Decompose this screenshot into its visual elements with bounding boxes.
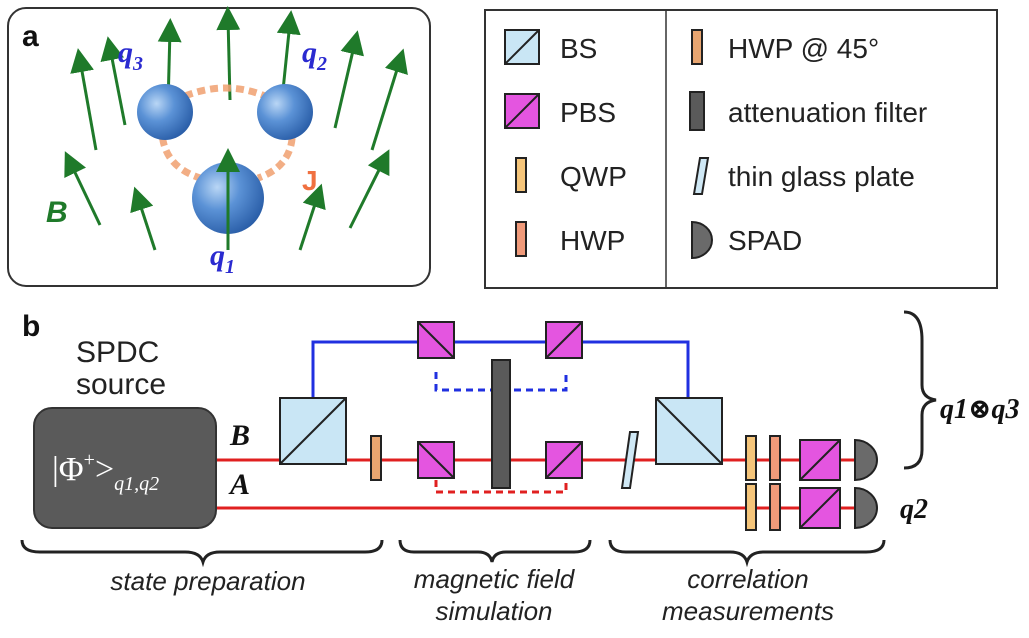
spdc-source (33, 407, 217, 529)
beam-B-label: B (229, 419, 250, 452)
stage-correlation-line2: measurements (662, 596, 834, 626)
qubit-q2-label: q2 (302, 36, 327, 75)
glass-plate-icon (692, 157, 710, 195)
qubit-q1-label: q1 (210, 239, 235, 278)
qwp-bottom (745, 483, 757, 531)
stage-state-preparation: state preparation (110, 566, 305, 596)
legend-label: SPAD (728, 225, 802, 256)
legend-label: QWP (560, 161, 627, 192)
legend-label: thin glass plate (728, 161, 915, 192)
source-state: |Φ+>q1,q2 (52, 449, 159, 495)
legend-label: HWP (560, 225, 625, 256)
panel-b-label: b (22, 310, 40, 343)
brace-state-preparation (20, 539, 384, 568)
legend-item-qwp: QWP (515, 157, 627, 193)
field-arrow (348, 149, 390, 229)
coupling-label: J (302, 165, 318, 196)
stage-magnetic-line1: magnetic field (414, 564, 576, 594)
output-bottom-label: q2 (900, 494, 928, 525)
field-label: B (46, 196, 68, 229)
field-arrow (130, 186, 157, 251)
qubit-q3-sphere (137, 84, 193, 140)
legend-label: PBS (560, 97, 616, 128)
output-brace (903, 310, 937, 470)
attenuation-filter (491, 359, 511, 489)
hwp-top (769, 435, 781, 481)
spad-top (854, 438, 878, 482)
brace-magnetic-field (398, 539, 592, 563)
legend-item-bs: BS (504, 29, 597, 65)
coupling-link (183, 84, 267, 100)
hwp-plate-icon (515, 221, 527, 257)
source-title-line1: SPDC (76, 336, 159, 369)
legend-item-pbs: PBS (504, 93, 616, 129)
hwp45-plate-icon (691, 29, 703, 65)
legend-label: BS (560, 33, 597, 64)
legend-item-hwp: HWP (515, 221, 625, 257)
legend-frame (484, 9, 998, 289)
qwp-top (745, 435, 757, 481)
qubits (137, 84, 313, 234)
beam-blue-dashed (434, 372, 568, 392)
spad-bottom (854, 486, 878, 530)
qubit-q2-sphere (257, 84, 313, 140)
qwp-plate-icon (515, 157, 527, 193)
stage-correlation-line1: correlation (687, 564, 808, 594)
legend: BS PBS QWP HWP HWP @ 45° attenuation fil… (484, 9, 998, 289)
hwp-bottom (769, 483, 781, 531)
beam-blue-bypass (311, 340, 690, 432)
legend-item-glass: thin glass plate (692, 157, 915, 195)
attenuation-filter-icon (689, 91, 705, 131)
hwp45-plate (370, 435, 382, 481)
spad-detector-icon (691, 220, 713, 260)
glass-plate (620, 431, 640, 489)
field-arrow (70, 48, 98, 151)
field-arrow (333, 30, 364, 129)
beam-A-label: A (228, 468, 250, 501)
legend-item-hwp45: HWP @ 45° (691, 29, 879, 65)
panel-b: b SPDC source |Φ+>q1,q2 B A (20, 310, 1019, 626)
output-top-label: q1⊗q3 (940, 394, 1019, 425)
field-arrow (370, 48, 408, 151)
legend-label: HWP @ 45° (728, 33, 879, 64)
field-arrow (64, 151, 102, 226)
source-title-line2: source (76, 368, 166, 401)
stage-magnetic-line2: simulation (435, 596, 552, 626)
legend-label: attenuation filter (728, 97, 927, 128)
panel-a-label: a (22, 20, 39, 53)
field-arrow (100, 36, 127, 126)
qubit-q3-label: q3 (118, 36, 143, 75)
legend-item-filter: attenuation filter (689, 91, 927, 131)
brace-correlation (608, 539, 886, 568)
beam-red-dashed (434, 480, 568, 494)
legend-item-spad: SPAD (691, 220, 802, 260)
field-arrow (298, 183, 326, 251)
panel-a: a (7, 6, 431, 287)
